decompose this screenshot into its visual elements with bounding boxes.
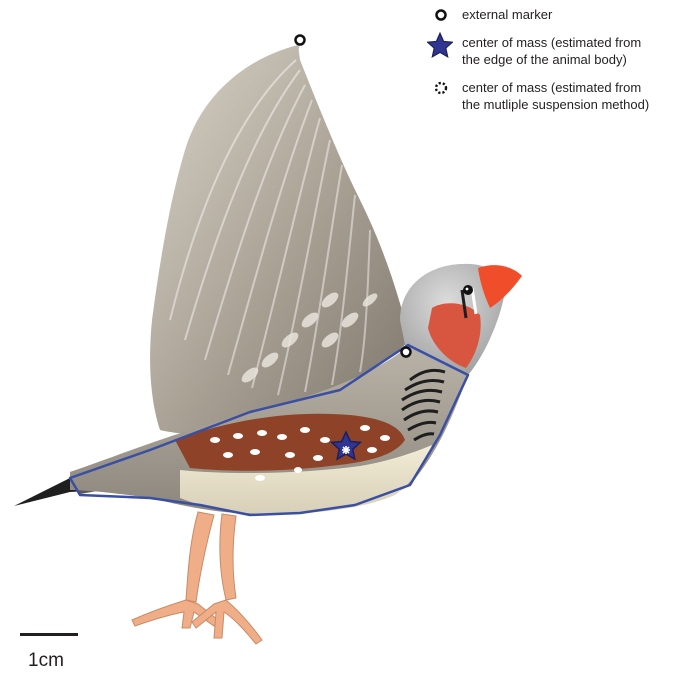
dashed-circle-icon <box>430 79 452 101</box>
legend-label: center of mass (estimated from the mutli… <box>462 79 675 113</box>
scale-bar-line <box>20 633 78 636</box>
blue-star-icon <box>427 32 453 58</box>
legs <box>132 512 262 644</box>
legend-item-center-of-mass-edge: center of mass (estimated from the edge … <box>430 34 675 68</box>
external-marker-back <box>402 348 411 357</box>
center-of-mass-suspension <box>342 446 350 454</box>
legend-item-external-marker: external marker <box>430 6 675 23</box>
external-marker-wingtip <box>296 36 305 45</box>
legend-label: external marker <box>462 6 675 23</box>
legend: external marker center of mass (estimate… <box>430 6 675 124</box>
scale-bar: 1cm <box>20 633 80 636</box>
open-circle-marker-icon <box>430 6 452 28</box>
legend-label: center of mass (estimated from the edge … <box>462 34 675 68</box>
legend-item-center-of-mass-suspension: center of mass (estimated from the mutli… <box>430 79 675 113</box>
scale-bar-label: 1cm <box>28 650 64 672</box>
